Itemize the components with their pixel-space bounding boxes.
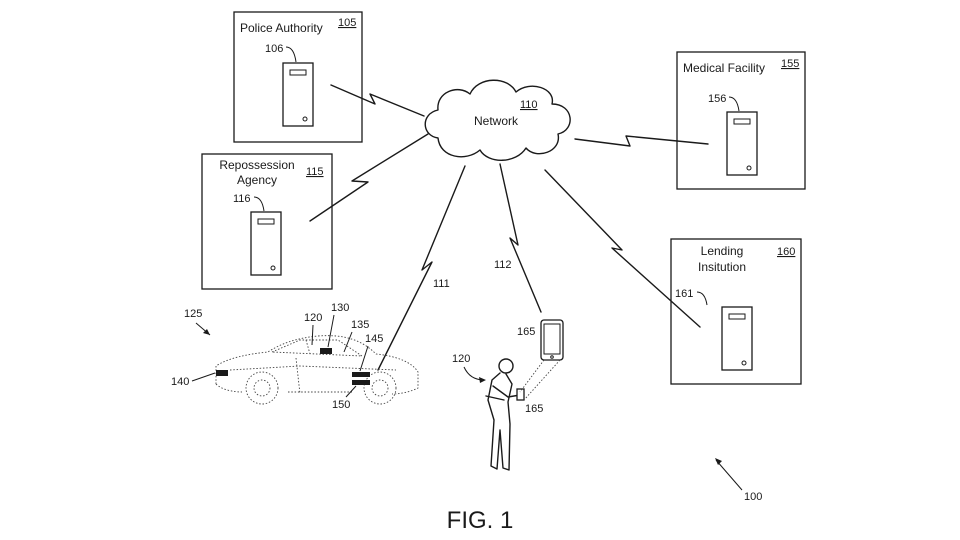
handheld-device-icon [517, 389, 524, 400]
repo-server-ref: 116 [233, 193, 251, 205]
phone-ref: 165 [517, 326, 535, 338]
lending-institution-ref: 160 [777, 246, 795, 258]
user-ref: 120 [452, 353, 470, 365]
component-135-leader [344, 332, 352, 352]
medical-server-icon [727, 112, 757, 175]
lending-label-line2: Insitution [698, 260, 746, 274]
system-ref-arrow [716, 460, 742, 490]
vehicle: 125 120 130 135 145 140 150 [171, 302, 418, 411]
lending-institution-node: Lending Insitution 160 161 [671, 239, 801, 384]
police-server-icon [283, 63, 313, 126]
user-head [499, 359, 513, 373]
link-vehicle-ref: 111 [433, 278, 450, 290]
medical-facility-node: Medical Facility 155 156 [677, 52, 805, 189]
occupant-ref: 120 [304, 312, 322, 324]
component-130-block [320, 348, 332, 354]
network-ref: 110 [520, 99, 538, 111]
system-ref-arrowhead [715, 458, 722, 465]
lending-server-ref: 161 [675, 288, 693, 300]
user-figure: 120 [452, 353, 524, 470]
phone-projection-lines [520, 360, 560, 400]
link-device-network [500, 164, 541, 312]
police-authority-ref: 105 [338, 17, 356, 29]
police-authority-node: Police Authority 105 106 [234, 12, 362, 142]
component-140-leader [192, 373, 215, 381]
vehicle-front-hub [372, 380, 388, 396]
component-145-block [352, 372, 370, 377]
link-vehicle-network [378, 166, 465, 370]
vehicle-rear-wheel [246, 372, 278, 404]
repossession-agency-label-line1: Repossession [219, 158, 294, 172]
component-150-leader [346, 386, 356, 397]
component-150-block [352, 380, 370, 385]
repossession-agency-node: Repossession Agency 115 116 [202, 154, 332, 289]
component-130-ref: 130 [331, 302, 349, 314]
vehicle-windows [272, 340, 362, 356]
vehicle-rear-hub [254, 380, 270, 396]
component-130-leader [328, 315, 334, 347]
user-ref-arrowhead [479, 377, 486, 383]
medical-server-ref: 156 [708, 93, 726, 105]
repossession-agency-label-line2: Agency [237, 173, 277, 187]
system-ref-marker: 100 [715, 458, 762, 503]
vehicle-ref: 125 [184, 308, 202, 320]
user-arm [493, 386, 520, 397]
hand-device-ref: 165 [525, 403, 543, 415]
network-cloud: Network 110 [425, 80, 570, 160]
user-body [488, 373, 512, 470]
police-authority-label: Police Authority [240, 21, 323, 35]
occupant-leader [312, 325, 313, 345]
link-device-ref: 112 [494, 259, 512, 271]
repossession-agency-ref: 115 [306, 166, 324, 178]
mobile-phone: 165 165 [517, 320, 563, 415]
vehicle-body-lines [230, 358, 396, 394]
component-150-ref: 150 [332, 399, 350, 411]
network-label: Network [474, 114, 519, 128]
component-145-leader [360, 346, 368, 371]
component-145-ref: 145 [365, 333, 383, 345]
police-server-ref: 106 [265, 43, 283, 55]
component-135-ref: 135 [351, 319, 369, 331]
lending-server-icon [722, 307, 752, 370]
lending-label-line1: Lending [701, 244, 744, 258]
figure-label: FIG. 1 [447, 507, 514, 534]
repo-server-icon [251, 212, 281, 275]
medical-facility-label: Medical Facility [683, 61, 765, 75]
system-ref: 100 [744, 491, 762, 503]
component-140-ref: 140 [171, 376, 189, 388]
medical-facility-ref: 155 [781, 58, 799, 70]
component-140-block [216, 370, 228, 376]
